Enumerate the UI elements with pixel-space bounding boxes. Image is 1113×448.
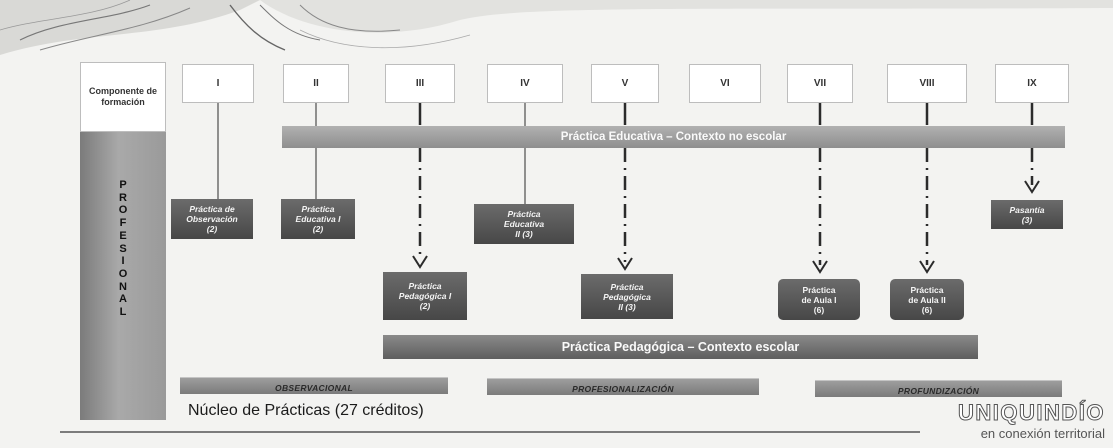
university-logo: UNIQUINDÍO bbox=[958, 400, 1105, 426]
header-leaf-illustration bbox=[0, 0, 1113, 55]
phase-profesionalizacion: PROFESIONALIZACIÓN bbox=[487, 378, 759, 395]
semester-box-2: II bbox=[283, 64, 349, 103]
semester-box-1: I bbox=[182, 64, 254, 103]
semester-box-3: III bbox=[385, 64, 455, 103]
practica-aula-2-box: Práctica de Aula II (6) bbox=[890, 279, 964, 320]
practica-pedagogica-1-box: Práctica Pedagógica I (2) bbox=[383, 272, 467, 320]
practica-educativa-bar: Práctica Educativa – Contexto no escolar bbox=[282, 126, 1065, 148]
prof-letter: O bbox=[118, 204, 128, 217]
semester-box-7: VII bbox=[787, 64, 853, 103]
semester-box-9: IX bbox=[995, 64, 1069, 103]
footer-title: Núcleo de Prácticas (27 créditos) bbox=[188, 402, 424, 419]
prof-letter: F bbox=[119, 217, 127, 230]
practica-aula-1-box: Práctica de Aula I (6) bbox=[778, 279, 860, 320]
semester-box-5: V bbox=[591, 64, 659, 103]
prof-letter: P bbox=[119, 179, 127, 191]
prof-letter: L bbox=[119, 306, 127, 319]
semester-box-6: VI bbox=[689, 64, 761, 103]
practica-educativa-2-box: Práctica Educativa II (3) bbox=[474, 204, 574, 244]
prof-letter: O bbox=[118, 267, 128, 280]
prof-letter: S bbox=[119, 242, 127, 255]
prof-letter: E bbox=[119, 229, 127, 242]
practica-pedagogica-bar: Práctica Pedagógica – Contexto escolar bbox=[383, 335, 978, 359]
professional-column: P R O F E S I O N A L bbox=[80, 132, 166, 420]
semester-box-4: IV bbox=[487, 64, 563, 103]
prof-letter: R bbox=[119, 191, 127, 204]
semester-box-8: VIII bbox=[887, 64, 967, 103]
phase-profundizacion: PROFUNDIZACIÓN bbox=[815, 380, 1062, 397]
practica-pedagogica-2-box: Práctica Pedagógica II (3) bbox=[581, 274, 673, 319]
phase-observacional: OBSERVACIONAL bbox=[180, 377, 448, 394]
prof-letter: A bbox=[119, 293, 127, 306]
university-slogan: en conexión territorial bbox=[980, 426, 1105, 441]
practica-educativa-1-box: Práctica Educativa I (2) bbox=[281, 199, 355, 239]
pasantia-box: Pasantía (3) bbox=[991, 200, 1063, 229]
prof-letter: I bbox=[121, 255, 125, 268]
professional-letters: P R O F E S I O N A L bbox=[80, 179, 166, 319]
prof-letter: N bbox=[119, 280, 127, 293]
component-label: Componente de formación bbox=[80, 62, 166, 132]
practica-observacion-box: Práctica de Observación (2) bbox=[171, 199, 253, 239]
